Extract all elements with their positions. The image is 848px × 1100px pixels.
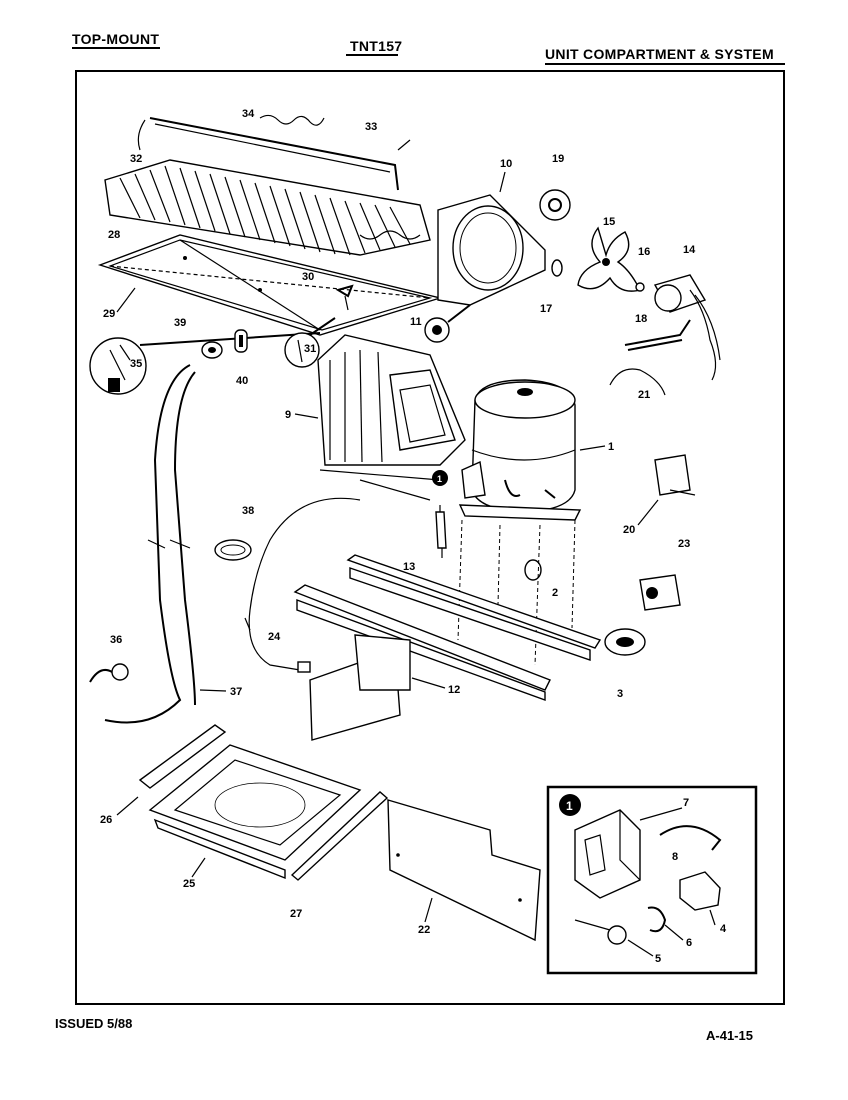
header-right-label: UNIT COMPARTMENT & SYSTEM: [545, 46, 774, 62]
callout-33: 33: [365, 121, 377, 133]
relay-part-20: [654, 454, 696, 496]
page-code-label: A-41-15: [706, 1028, 753, 1043]
base-rails-part-12: [293, 554, 602, 741]
callout-19: 19: [552, 153, 564, 165]
back-panel-part-22: [387, 799, 541, 942]
header-left-label: TOP-MOUNT: [72, 31, 160, 47]
callout-13: 13: [403, 561, 415, 573]
power-cord-part-24: [244, 497, 361, 673]
detail-circle-part-31: [284, 317, 336, 368]
fan-shroud-part-10: [437, 194, 546, 306]
issued-date-label: ISSUED 5/88: [55, 1016, 133, 1031]
callout-20: 20: [623, 524, 635, 536]
fan-motor-part-14: [653, 274, 721, 381]
callout-21: 21: [638, 389, 650, 401]
header-right-underline: [545, 63, 785, 65]
callout-32: 32: [130, 153, 142, 165]
callout-4: 4: [720, 923, 727, 935]
callout-10: 10: [500, 158, 512, 170]
callout-26: 26: [100, 814, 112, 826]
diagram-frame: [75, 70, 785, 1005]
washer-part-16: [635, 282, 645, 292]
detail-circle-part-35: [89, 332, 321, 395]
filter-drier-part-13: [435, 505, 447, 558]
callout-7: 7: [683, 797, 689, 809]
callout-5: 5: [655, 953, 661, 965]
callout-30: 30: [302, 271, 314, 283]
drain-tube-part-33: [137, 117, 411, 191]
wire-part-21: [609, 368, 666, 396]
callout-22: 22: [418, 924, 430, 936]
callout-29: 29: [103, 308, 115, 320]
grommet-part-39: [201, 341, 223, 359]
grommet-part-19: [539, 189, 571, 221]
svg-text:1: 1: [437, 474, 442, 484]
callout-1: 1: [608, 441, 614, 453]
grommet-part-40: [234, 329, 248, 353]
callout-36: 36: [110, 634, 122, 646]
callout-2: 2: [552, 587, 558, 599]
callout-34: 34: [242, 108, 255, 120]
header-center-underline: [346, 54, 398, 56]
callout-6: 6: [686, 937, 692, 949]
alignment-dashes: [457, 519, 576, 666]
callout-28: 28: [108, 229, 120, 241]
bracket-part-18: [624, 319, 691, 351]
callout-17: 17: [540, 303, 552, 315]
callout-31: 31: [304, 343, 316, 355]
callout-8: 8: [672, 851, 678, 863]
callout-9: 9: [285, 409, 291, 421]
callout-37: 37: [230, 686, 242, 698]
clamp-part-36: [89, 663, 129, 683]
long-tube-part-37: [104, 364, 196, 724]
mounting-plate-part-29: [97, 234, 443, 336]
callout-38: 38: [242, 505, 254, 517]
callout-23: 23: [678, 538, 690, 550]
grommet-part-3: [604, 628, 646, 656]
clamp-ring-part-38: [214, 539, 252, 561]
callout-27: 27: [290, 908, 302, 920]
heater-wire-part-34: [259, 114, 325, 126]
pan-bracket-part-26: [138, 724, 227, 789]
grommet-part-11: [424, 304, 471, 343]
callout-40: 40: [236, 375, 248, 387]
grommet-part-2: [524, 559, 542, 581]
compressor-part-1: [458, 379, 582, 521]
callout-16: 16: [638, 246, 650, 258]
header-left-underline: [72, 47, 160, 49]
callout-15: 15: [603, 216, 615, 228]
callout-25: 25: [183, 878, 195, 890]
inset-detail-box: 1: [546, 785, 758, 975]
nut-part-17: [551, 259, 563, 277]
callout-35: 35: [130, 358, 142, 370]
svg-text:1: 1: [566, 799, 573, 813]
clip-part-30: [335, 284, 354, 311]
callout-12: 12: [448, 684, 460, 696]
callout-18: 18: [635, 313, 647, 325]
bracket-part-27: [290, 791, 389, 881]
callout-11: 11: [410, 316, 422, 328]
callout-39: 39: [174, 317, 186, 329]
overload-part-23: [639, 574, 681, 611]
fan-blade-part-15: [577, 226, 642, 292]
inset-reference-marker: 1: [432, 470, 448, 486]
header-center-label: TNT157: [350, 38, 403, 54]
drain-pan-part-25: [148, 744, 362, 880]
condenser-coil-part-28: [104, 159, 431, 256]
callout-labels: 34 33 32 28 29 30 39 40 35 31 10 19 15 1…: [100, 108, 727, 965]
callout-3: 3: [617, 688, 623, 700]
callout-14: 14: [683, 244, 696, 256]
callout-24: 24: [268, 631, 281, 643]
condenser-block-part-9: [317, 334, 466, 501]
